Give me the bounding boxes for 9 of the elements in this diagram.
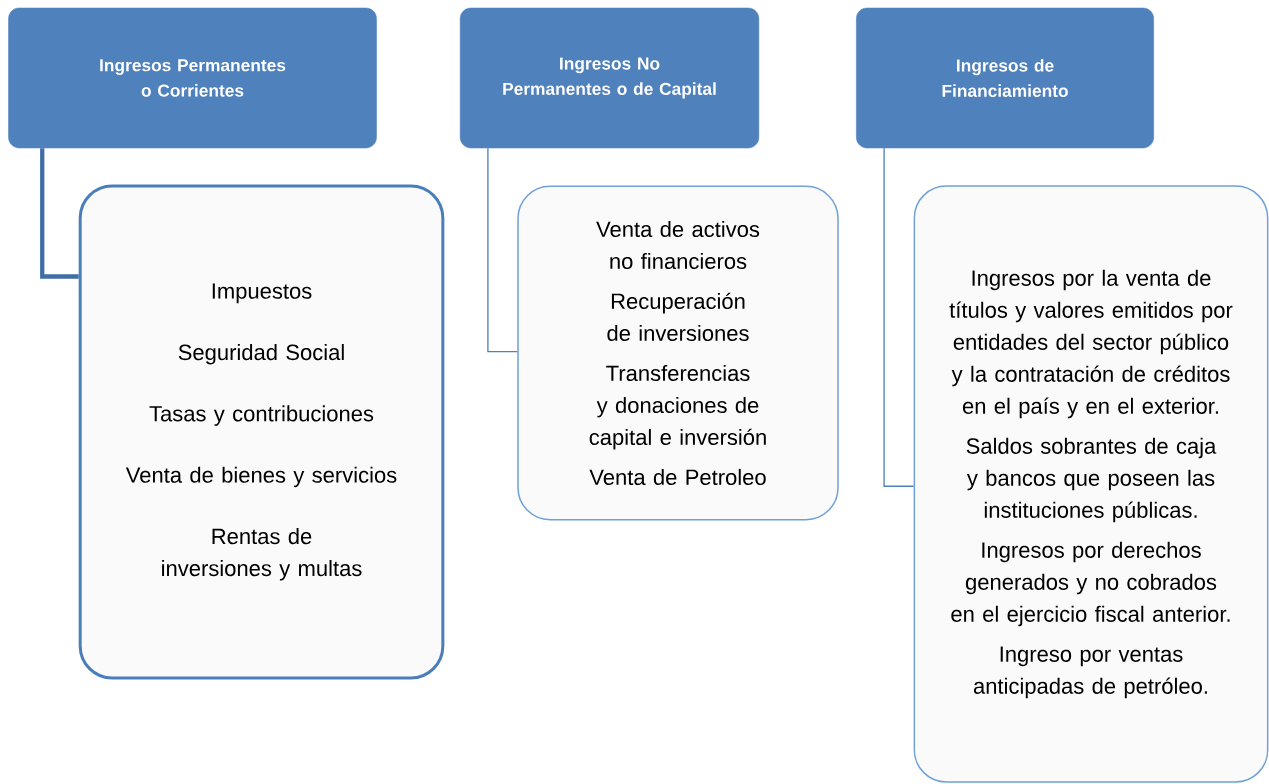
- connector-line: [40, 148, 79, 279]
- header-box: Ingresos Permanentes o Corrientes: [8, 7, 377, 149]
- list-box: Impuestos Seguridad Social Tasas y contribuciones Venta de bienes y servicios Rentas de inversiones y multas: [78, 184, 445, 680]
- list-box: Ingresos por la venta de títulos y valores emitidos por entidades del sector público y la contratación de créditos en el país y en el exterior. Saldos sobrantes de caja y bancos que poseen las instituciones públicas. Ingresos por derechos generados y no cobrados en el ejercicio fiscal anterior. Ingreso por ventas anticipadas de petróleo.: [913, 185, 1269, 783]
- header-box: Ingresos No Permanentes o de Capital: [459, 7, 760, 149]
- header-box: Ingresos de Financiamiento: [856, 7, 1154, 149]
- list-box: Venta de activos no financieros Recuperación de inversiones Transferencias y donaciones de capital e inversión Venta de Petroleo: [517, 185, 839, 521]
- connector-line: [487, 147, 518, 353]
- connector-line: [883, 147, 915, 487]
